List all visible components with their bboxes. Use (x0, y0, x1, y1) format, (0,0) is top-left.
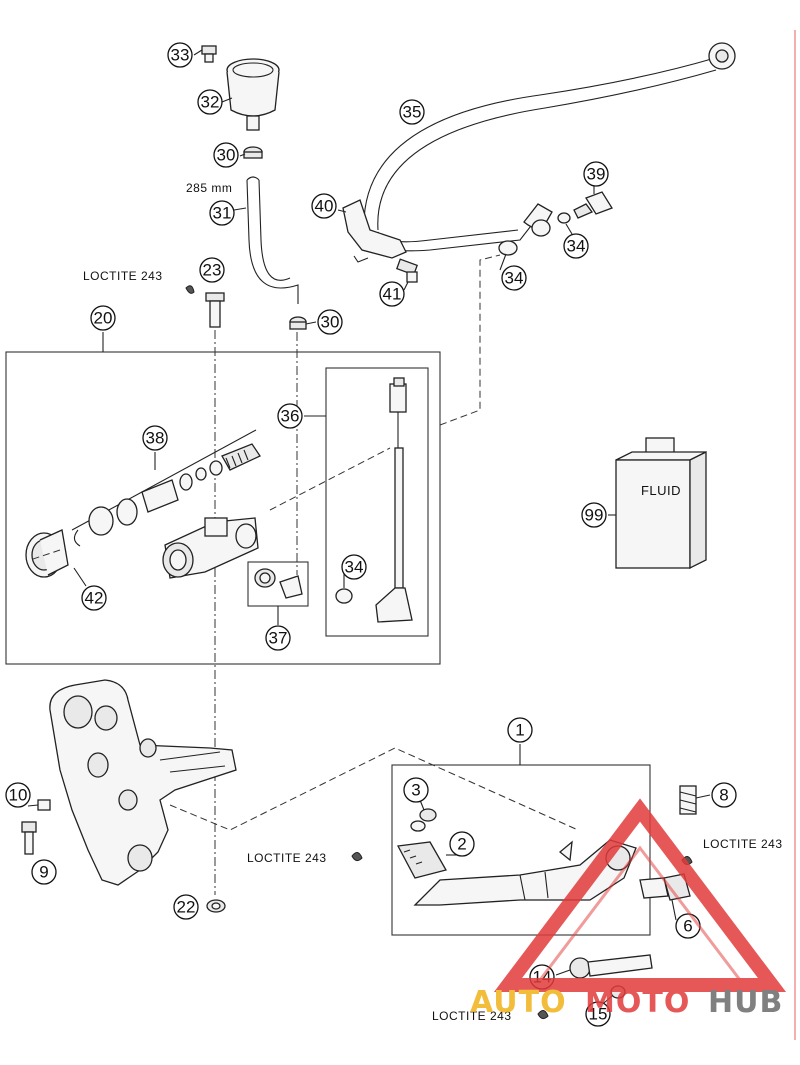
svg-text:23: 23 (203, 261, 222, 280)
brake-fluid-bottle-99 (615, 437, 707, 570)
bolt-41 (395, 258, 419, 276)
return-spring-8 (679, 785, 697, 815)
watermark-text-auto: AUTO (470, 985, 567, 1020)
reservoir-screw-33 (201, 45, 217, 55)
svg-text:40: 40 (315, 197, 334, 216)
watermark-text-hub: HUB (708, 985, 783, 1020)
callout-32: 32 (197, 89, 223, 115)
piston-kit-38 (73, 443, 261, 547)
master-cylinder-box-20 (5, 351, 441, 665)
watermark-triangle-icon (493, 798, 787, 992)
watermark-text-moto: MOTO (585, 985, 690, 1020)
svg-text:8: 8 (719, 786, 728, 805)
brake-pedal-box-1 (391, 764, 651, 936)
callout-30-top: 30 (213, 142, 239, 168)
sleeve-10 (37, 799, 51, 811)
svg-text:2: 2 (457, 835, 466, 854)
svg-text:9: 9 (39, 863, 48, 882)
callout-6: 6 (675, 913, 701, 939)
svg-text:99: 99 (585, 506, 604, 525)
screw-23 (185, 285, 225, 328)
bushing-6 (639, 873, 691, 901)
callout-10: 10 (5, 782, 31, 808)
reservoir-hose-31 (246, 179, 299, 304)
callout-1: 1 (507, 717, 533, 743)
brake-switch-box-36 (325, 367, 429, 637)
svg-text:10: 10 (9, 786, 28, 805)
automotohub-watermark-logo: AUTO MOTO HUB (470, 798, 787, 1020)
loctite-note-mid: LOCTITE 243 (247, 851, 327, 865)
callout-34-right: 34 (563, 233, 589, 259)
loctite-note-bottom: LOCTITE 243 (432, 1009, 512, 1023)
svg-text:35: 35 (403, 103, 422, 122)
svg-text:33: 33 (171, 46, 190, 65)
svg-text:22: 22 (177, 898, 196, 917)
callout-20: 20 (90, 305, 116, 331)
callout-3: 3 (403, 777, 429, 803)
svg-text:34: 34 (345, 558, 364, 577)
svg-text:34: 34 (505, 269, 524, 288)
loctite-drop-icon-4 (537, 1010, 549, 1020)
callout-37: 37 (265, 625, 291, 651)
svg-text:1: 1 (515, 721, 524, 740)
reservoir-group (201, 45, 307, 330)
svg-text:39: 39 (587, 165, 606, 184)
svg-text:30: 30 (321, 313, 340, 332)
hose-bracket-40 (342, 199, 419, 283)
master-cylinder-body (162, 517, 259, 579)
svg-text:30: 30 (217, 146, 236, 165)
banjo-bolt-39 (498, 191, 613, 256)
callout-8: 8 (711, 782, 737, 808)
callout-34-box: 34 (341, 554, 367, 580)
washer-34-c (335, 588, 353, 604)
callout-99: 99 (581, 502, 607, 528)
brake-line-35 (363, 42, 736, 252)
callout-31: 31 (209, 200, 235, 226)
svg-text:38: 38 (146, 429, 165, 448)
brake-switch-36 (335, 377, 413, 623)
callout-35: 35 (399, 99, 425, 125)
fluid-label: FLUID (641, 483, 681, 498)
loctite-drop-icon (185, 285, 195, 294)
svg-text:36: 36 (281, 407, 300, 426)
pedal-tip-2 (396, 841, 447, 879)
callout-40: 40 (311, 193, 337, 219)
washer-34-b (498, 240, 518, 256)
callout-9: 9 (31, 859, 57, 885)
pivot-bolt-14 (569, 954, 653, 979)
svg-text:42: 42 (85, 589, 104, 608)
hose-length-label: 285 mm (186, 181, 232, 195)
callout-15: 15 (585, 1001, 611, 1027)
callout-38: 38 (142, 425, 168, 451)
callout-42: 42 (81, 585, 107, 611)
svg-text:32: 32 (201, 93, 220, 112)
loctite-note-top: LOCTITE 243 (83, 269, 163, 283)
footrest-bracket (49, 679, 237, 886)
svg-text:41: 41 (383, 285, 402, 304)
callout-39: 39 (583, 161, 609, 187)
callout-41: 41 (379, 281, 405, 307)
svg-text:37: 37 (269, 629, 288, 648)
seal-kit-parts-37 (254, 568, 303, 599)
svg-text:6: 6 (683, 917, 692, 936)
loctite-note-right: LOCTITE 243 (703, 837, 783, 851)
bolt-9 (21, 821, 37, 855)
callout-33: 33 (167, 42, 193, 68)
svg-text:34: 34 (567, 237, 586, 256)
callout-30-lower: 30 (317, 309, 343, 335)
callout-34-mid: 34 (501, 265, 527, 291)
callout-22: 22 (173, 894, 199, 920)
svg-text:20: 20 (94, 309, 113, 328)
washer-34-a (557, 212, 571, 224)
callout-23: 23 (199, 257, 225, 283)
svg-text:31: 31 (213, 204, 232, 223)
callout-36: 36 (277, 403, 303, 429)
nut-22 (206, 899, 226, 913)
svg-text:3: 3 (411, 781, 420, 800)
svg-text:15: 15 (589, 1005, 608, 1024)
loctite-drop-icon-2 (351, 852, 363, 862)
callout-2: 2 (449, 831, 475, 857)
screw-3 (410, 808, 437, 832)
